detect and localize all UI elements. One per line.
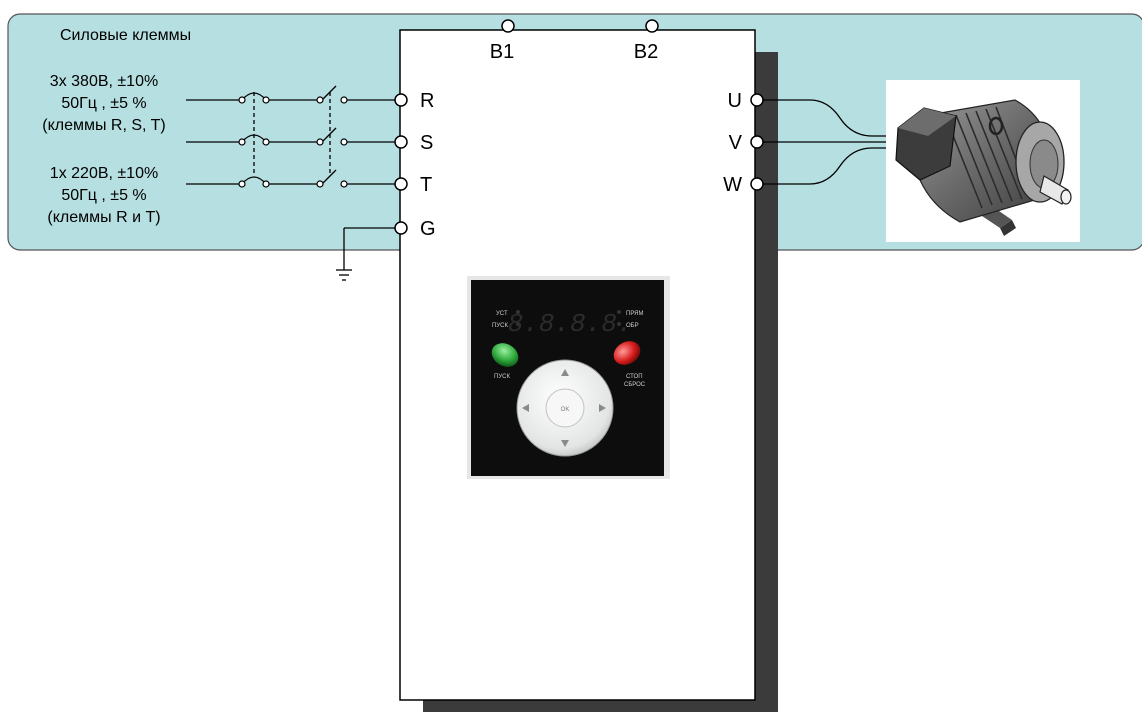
keypad-run-indicator-label: ПУСК <box>492 323 508 329</box>
led-run <box>516 322 520 326</box>
input-terminals <box>394 93 408 235</box>
brake-terminals <box>501 19 659 33</box>
panel-title: Силовые клеммы <box>60 27 191 44</box>
left-arrow-icon[interactable] <box>522 404 529 412</box>
led-set <box>516 310 520 314</box>
terminal-g-circle <box>394 221 408 235</box>
stop-button-label: СТОП <box>626 374 643 380</box>
terminal-r-label: R <box>420 90 434 112</box>
up-arrow-icon[interactable] <box>561 369 569 376</box>
terminal-s-circle <box>394 135 408 149</box>
switch-contacts <box>238 96 348 188</box>
led-rev <box>617 322 621 326</box>
keypad-fwd-label: ПРЯМ <box>626 311 644 317</box>
stop-button[interactable] <box>609 336 644 369</box>
right-arrow-icon[interactable] <box>599 404 606 412</box>
output-terminals <box>750 93 764 191</box>
led-fwd <box>617 310 621 314</box>
terminal-u-label: U <box>728 90 742 112</box>
keypad-rev-label: ОБР <box>626 323 639 329</box>
supply-1ph-voltage: 1x 220В, ±10% <box>50 165 158 182</box>
output-wiring <box>763 99 886 185</box>
keypad-panel: УСТ ПУСК ПРЯМ ОБР 8.8.8.8. ПУСК СТОП СБР… <box>467 276 670 479</box>
supply-1ph-terminals: (клеммы R и T) <box>47 209 160 226</box>
ok-button-label: OK <box>561 407 570 413</box>
terminal-t-circle <box>394 177 408 191</box>
supply-3ph-frequency: 50Гц , ±5 % <box>61 95 146 112</box>
down-arrow-icon[interactable] <box>561 440 569 447</box>
supply-3ph-voltage: 3x 380В, ±10% <box>50 73 158 90</box>
terminal-w-circle <box>750 177 764 191</box>
motor-icon <box>886 80 1080 242</box>
terminal-w-label: W <box>723 174 742 196</box>
run-button[interactable] <box>487 338 522 371</box>
terminal-b2-circle <box>645 19 659 33</box>
run-button-label: ПУСК <box>494 374 510 380</box>
terminal-b1-circle <box>501 19 515 33</box>
terminal-u-circle <box>750 93 764 107</box>
ground-icon <box>336 269 352 281</box>
terminal-v-circle <box>750 135 764 149</box>
supply-3ph-terminals: (клеммы R, S, T) <box>42 117 166 134</box>
terminal-t-label: T <box>420 174 432 196</box>
terminal-b2-label: B2 <box>634 41 658 63</box>
keypad-set-label: УСТ <box>496 311 508 317</box>
keypad-display: 8.8.8.8. <box>508 309 633 339</box>
terminal-s-label: S <box>420 132 433 154</box>
terminal-b1-label: B1 <box>490 41 514 63</box>
supply-1ph-frequency: 50Гц , ±5 % <box>61 187 146 204</box>
terminal-g-label: G <box>420 218 436 240</box>
ok-button[interactable] <box>545 388 585 428</box>
supply-description: 3x 380В, ±10% 50Гц , ±5 % (клеммы R, S, … <box>42 73 166 226</box>
reset-button-label: СБРОС <box>624 382 646 388</box>
terminal-v-label: V <box>729 132 743 154</box>
terminal-r-circle <box>394 93 408 107</box>
